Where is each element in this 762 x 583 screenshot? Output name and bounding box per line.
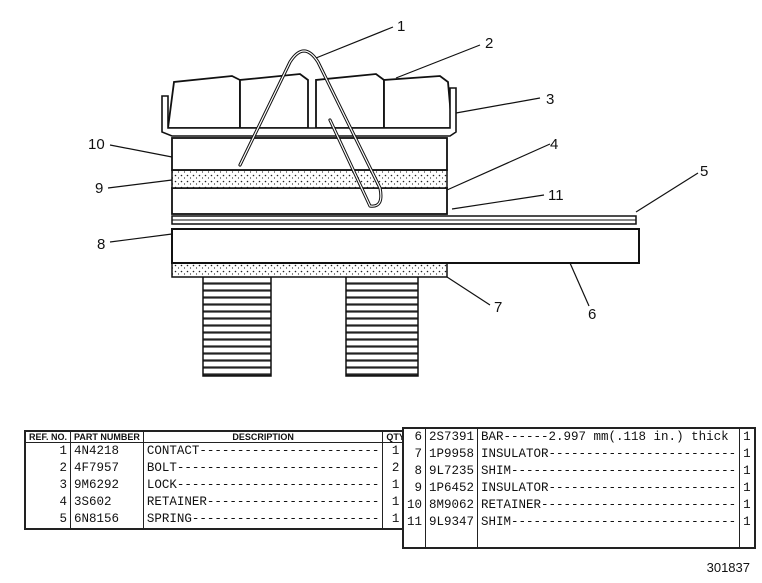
header-part: PART NUMBER — [70, 430, 144, 443]
desc-cell: BAR------2.997 mm(.118 in.) thick — [477, 428, 741, 446]
desc-cell: INSULATOR------------------------- — [477, 480, 741, 497]
table-row: 1 4N4218 CONTACT------------------------… — [24, 442, 410, 460]
retainer-block-lower — [171, 187, 448, 215]
ref-cell: 9 — [402, 480, 427, 497]
table-row: 4 3S602 RETAINER----------------------- … — [24, 494, 410, 511]
callout-8: 8 — [97, 236, 105, 253]
part-cell: 1P9958 — [425, 446, 479, 463]
assembly-diagram: 1 2 3 4 5 6 7 8 9 10 11 — [88, 18, 708, 377]
desc-cell: SHIM------------------------------ — [477, 514, 741, 548]
table-row: 3 9M6292 LOCK---------------------------… — [24, 477, 410, 494]
part-cell: 4N4218 — [70, 442, 144, 460]
shim-strip — [171, 215, 637, 225]
ref-cell: 10 — [402, 497, 427, 514]
qty-cell: 1 — [739, 480, 756, 497]
callout-9: 9 — [95, 180, 103, 197]
qty-cell: 1 — [739, 446, 756, 463]
ref-cell: 8 — [402, 463, 427, 480]
part-cell: 6N8156 — [70, 511, 144, 529]
parts-table-2: 6 2S7391 BAR------2.997 mm(.118 in.) thi… — [402, 427, 756, 549]
lock-plate — [161, 87, 457, 137]
part-cell: 9L7235 — [425, 463, 479, 480]
callout-11: 11 — [548, 187, 564, 204]
parts-table-1: REF. NO. PART NUMBER DESCRIPTION QTY 1 4… — [24, 430, 410, 530]
upper-insulator — [171, 169, 448, 189]
table-row: 11 9L9347 SHIM--------------------------… — [402, 514, 756, 548]
table-header: REF. NO. PART NUMBER DESCRIPTION QTY — [24, 430, 410, 443]
qty-cell: 1 — [739, 428, 756, 446]
ref-cell: 11 — [402, 514, 427, 548]
part-cell: 9M6292 — [70, 477, 144, 494]
part-cell: 8M9062 — [425, 497, 479, 514]
table-row: 8 9L7235 SHIM---------------------------… — [402, 463, 756, 480]
callout-1: 1 — [397, 18, 405, 35]
desc-cell: LOCK--------------------------- — [142, 477, 384, 494]
desc-cell: INSULATOR------------------------- — [477, 446, 741, 463]
part-cell: 2S7391 — [425, 428, 479, 446]
part-cell: 9L9347 — [425, 514, 479, 548]
bolt-threads — [202, 275, 419, 377]
callout-6: 6 — [588, 306, 596, 323]
lower-insulator — [171, 262, 448, 278]
desc-cell: CONTACT------------------------ — [142, 442, 384, 460]
callout-3: 3 — [546, 91, 554, 108]
desc-cell: BOLT--------------------------- — [142, 460, 384, 477]
ref-cell: 1 — [24, 442, 72, 460]
table-row: 9 1P6452 INSULATOR----------------------… — [402, 480, 756, 497]
ref-cell: 7 — [402, 446, 427, 463]
callout-labels: 1 2 3 4 5 6 7 8 9 10 11 — [88, 18, 708, 323]
header-ref: REF. NO. — [24, 430, 72, 443]
ref-cell: 4 — [24, 494, 72, 511]
header-desc: DESCRIPTION — [142, 430, 384, 443]
desc-cell: RETAINER-------------------------- — [477, 497, 741, 514]
ref-cell: 6 — [402, 428, 427, 446]
qty-cell: 1 — [739, 514, 756, 548]
table-row: 7 1P9958 INSULATOR----------------------… — [402, 446, 756, 463]
qty-cell: 1 — [739, 497, 756, 514]
leader-lines — [107, 26, 699, 307]
callout-2: 2 — [485, 35, 493, 52]
table-row: 2 4F7957 BOLT---------------------------… — [24, 460, 410, 477]
part-cell: 1P6452 — [425, 480, 479, 497]
table-row: 6 2S7391 BAR------2.997 mm(.118 in.) thi… — [402, 428, 756, 446]
desc-cell: RETAINER----------------------- — [142, 494, 384, 511]
bolt-heads — [166, 73, 453, 129]
table-row: 5 6N8156 SPRING-------------------------… — [24, 511, 410, 529]
qty-cell: 1 — [739, 463, 756, 480]
ref-cell: 5 — [24, 511, 72, 529]
bar — [171, 228, 640, 264]
table-row: 10 8M9062 RETAINER----------------------… — [402, 497, 756, 514]
desc-cell: SHIM------------------------------ — [477, 463, 741, 480]
callout-10: 10 — [88, 136, 105, 153]
callout-5: 5 — [700, 163, 708, 180]
callout-4: 4 — [550, 136, 558, 153]
part-cell: 4F7957 — [70, 460, 144, 477]
desc-cell: SPRING------------------------- — [142, 511, 384, 529]
retainer-block-upper — [171, 137, 448, 171]
ref-cell: 2 — [24, 460, 72, 477]
callout-7: 7 — [494, 299, 502, 316]
ref-cell: 3 — [24, 477, 72, 494]
catalog-number: 301837 — [706, 560, 750, 575]
part-cell: 3S602 — [70, 494, 144, 511]
